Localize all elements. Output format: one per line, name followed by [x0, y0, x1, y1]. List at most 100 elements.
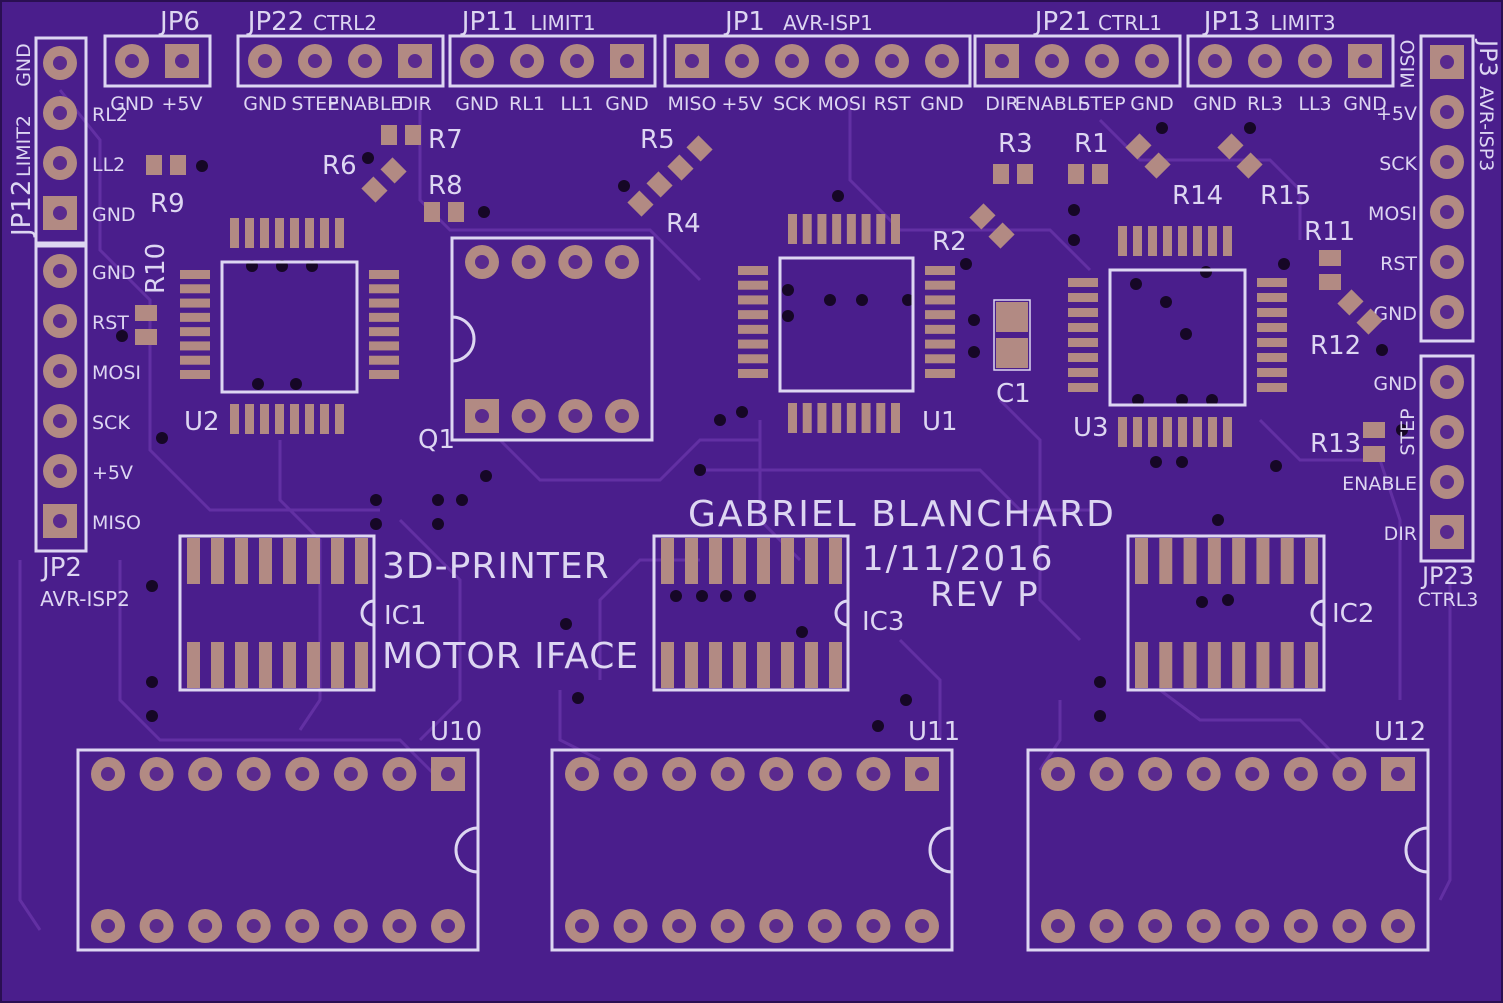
via: [782, 310, 794, 322]
smd-pad: [1337, 289, 1364, 316]
soic-notch: [834, 599, 849, 627]
dip-pad-drill: [1391, 767, 1405, 781]
pin-label-step: STEP: [1078, 93, 1125, 115]
via: [902, 294, 914, 306]
smd-pad: [381, 125, 397, 145]
smd-pad: [1232, 642, 1246, 688]
resistor-r14: R14: [1125, 133, 1223, 211]
header-jp6-outline: [103, 34, 212, 88]
smd-pad: [1144, 152, 1171, 179]
smd-pad: [305, 218, 314, 248]
dip-notch: [454, 826, 479, 874]
capacitor-c1-ref: C1: [996, 379, 1031, 409]
smd-pad: [230, 404, 239, 434]
dip-u10-outline: [76, 748, 480, 952]
pin-label-sck: SCK: [773, 93, 811, 115]
smd-pad: [1256, 642, 1270, 688]
dip-pad-drill: [915, 919, 929, 933]
dip-u11-outline: [550, 748, 954, 952]
board-title-line2: MOTOR IFACE: [382, 636, 639, 677]
smd-pad: [802, 214, 812, 244]
pin-pad-drill: [1440, 525, 1454, 539]
smd-pad: [187, 538, 200, 584]
dip-pad-drill: [198, 919, 213, 933]
resistor-r15-ref: R15: [1260, 181, 1311, 211]
smd-pad: [988, 222, 1015, 249]
pin-label-dir: DIR: [398, 93, 431, 115]
header-jp23-ref: JP23: [1420, 562, 1474, 590]
soic-ic3: IC3: [652, 534, 904, 692]
header-jp23-name: CTRL3: [1418, 589, 1479, 611]
pin-label-gnd: GND: [455, 93, 499, 115]
soic-ic1: IC1: [178, 534, 426, 692]
pin-label-rst: RST: [874, 93, 911, 115]
resistor-r6-ref: R6: [322, 151, 357, 181]
resistor-r1-ref: R1: [1074, 129, 1109, 159]
via: [456, 494, 468, 506]
header-jp23-outline: [1419, 354, 1475, 563]
pin-pad-drill: [53, 56, 67, 70]
dip-pad-drill: [623, 919, 638, 933]
dip-pad-drill: [295, 919, 310, 933]
smd-pad: [1178, 226, 1187, 256]
dip-pad-drill: [1391, 919, 1405, 933]
pin-pad-drill: [995, 54, 1009, 68]
smd-pad: [1183, 642, 1197, 688]
pin-label-rst: RST: [1380, 253, 1417, 275]
smd-pad: [1319, 250, 1341, 266]
header-jp21-name: CTRL1: [1098, 11, 1162, 35]
smd-pad: [1208, 417, 1217, 447]
smd-pad: [1135, 642, 1148, 688]
via: [252, 378, 264, 390]
smd-pad: [925, 324, 955, 334]
via: [1212, 514, 1224, 526]
via: [900, 694, 912, 706]
smd-pad: [260, 404, 269, 434]
header-jp22-name: CTRL2: [313, 11, 377, 35]
dip-u12: U12: [1026, 717, 1430, 952]
dip-pad-drill: [866, 919, 881, 933]
smd-pad: [846, 403, 856, 433]
pin-label-ll3: LL3: [1298, 93, 1331, 115]
via: [432, 494, 444, 506]
via: [156, 432, 168, 444]
resistor-body: [1125, 133, 1171, 179]
via: [720, 590, 732, 602]
smd-pad: [661, 538, 674, 584]
smd-pad: [1232, 538, 1246, 584]
dip-pad-drill: [441, 919, 455, 933]
smd-pad: [380, 157, 407, 184]
smd-pad: [738, 339, 768, 349]
pin-label-miso: MISO: [1397, 39, 1419, 88]
dip-pad-drill: [672, 919, 687, 933]
smd-pad: [235, 642, 248, 688]
smd-pad: [685, 642, 698, 688]
resistor-r15: R15: [1217, 133, 1311, 211]
soic-notch: [1310, 599, 1325, 627]
smd-pad: [802, 403, 812, 433]
soic-ic2: IC2: [1126, 534, 1374, 692]
smd-pad: [180, 284, 210, 294]
via: [432, 518, 444, 530]
dip-pad-drill: [915, 767, 929, 781]
smd-pad: [369, 370, 399, 379]
pin-pad-drill: [53, 464, 67, 478]
dip-pad-drill: [817, 919, 832, 933]
pin-label-gnd: GND: [605, 93, 649, 115]
smd-pad: [211, 642, 224, 688]
dip-pad-drill: [295, 767, 310, 781]
via: [618, 180, 630, 192]
smd-pad: [307, 538, 320, 584]
pin-label-enable: ENABLE: [1015, 93, 1090, 115]
smd-pad: [1217, 133, 1244, 160]
via: [796, 626, 808, 638]
smd-pad: [832, 403, 842, 433]
pin-label-miso: MISO: [92, 512, 141, 534]
chip-u1-ref: U1: [922, 407, 958, 437]
smd-pad: [369, 270, 399, 279]
smd-pad: [146, 155, 162, 175]
smd-pad: [757, 538, 770, 584]
